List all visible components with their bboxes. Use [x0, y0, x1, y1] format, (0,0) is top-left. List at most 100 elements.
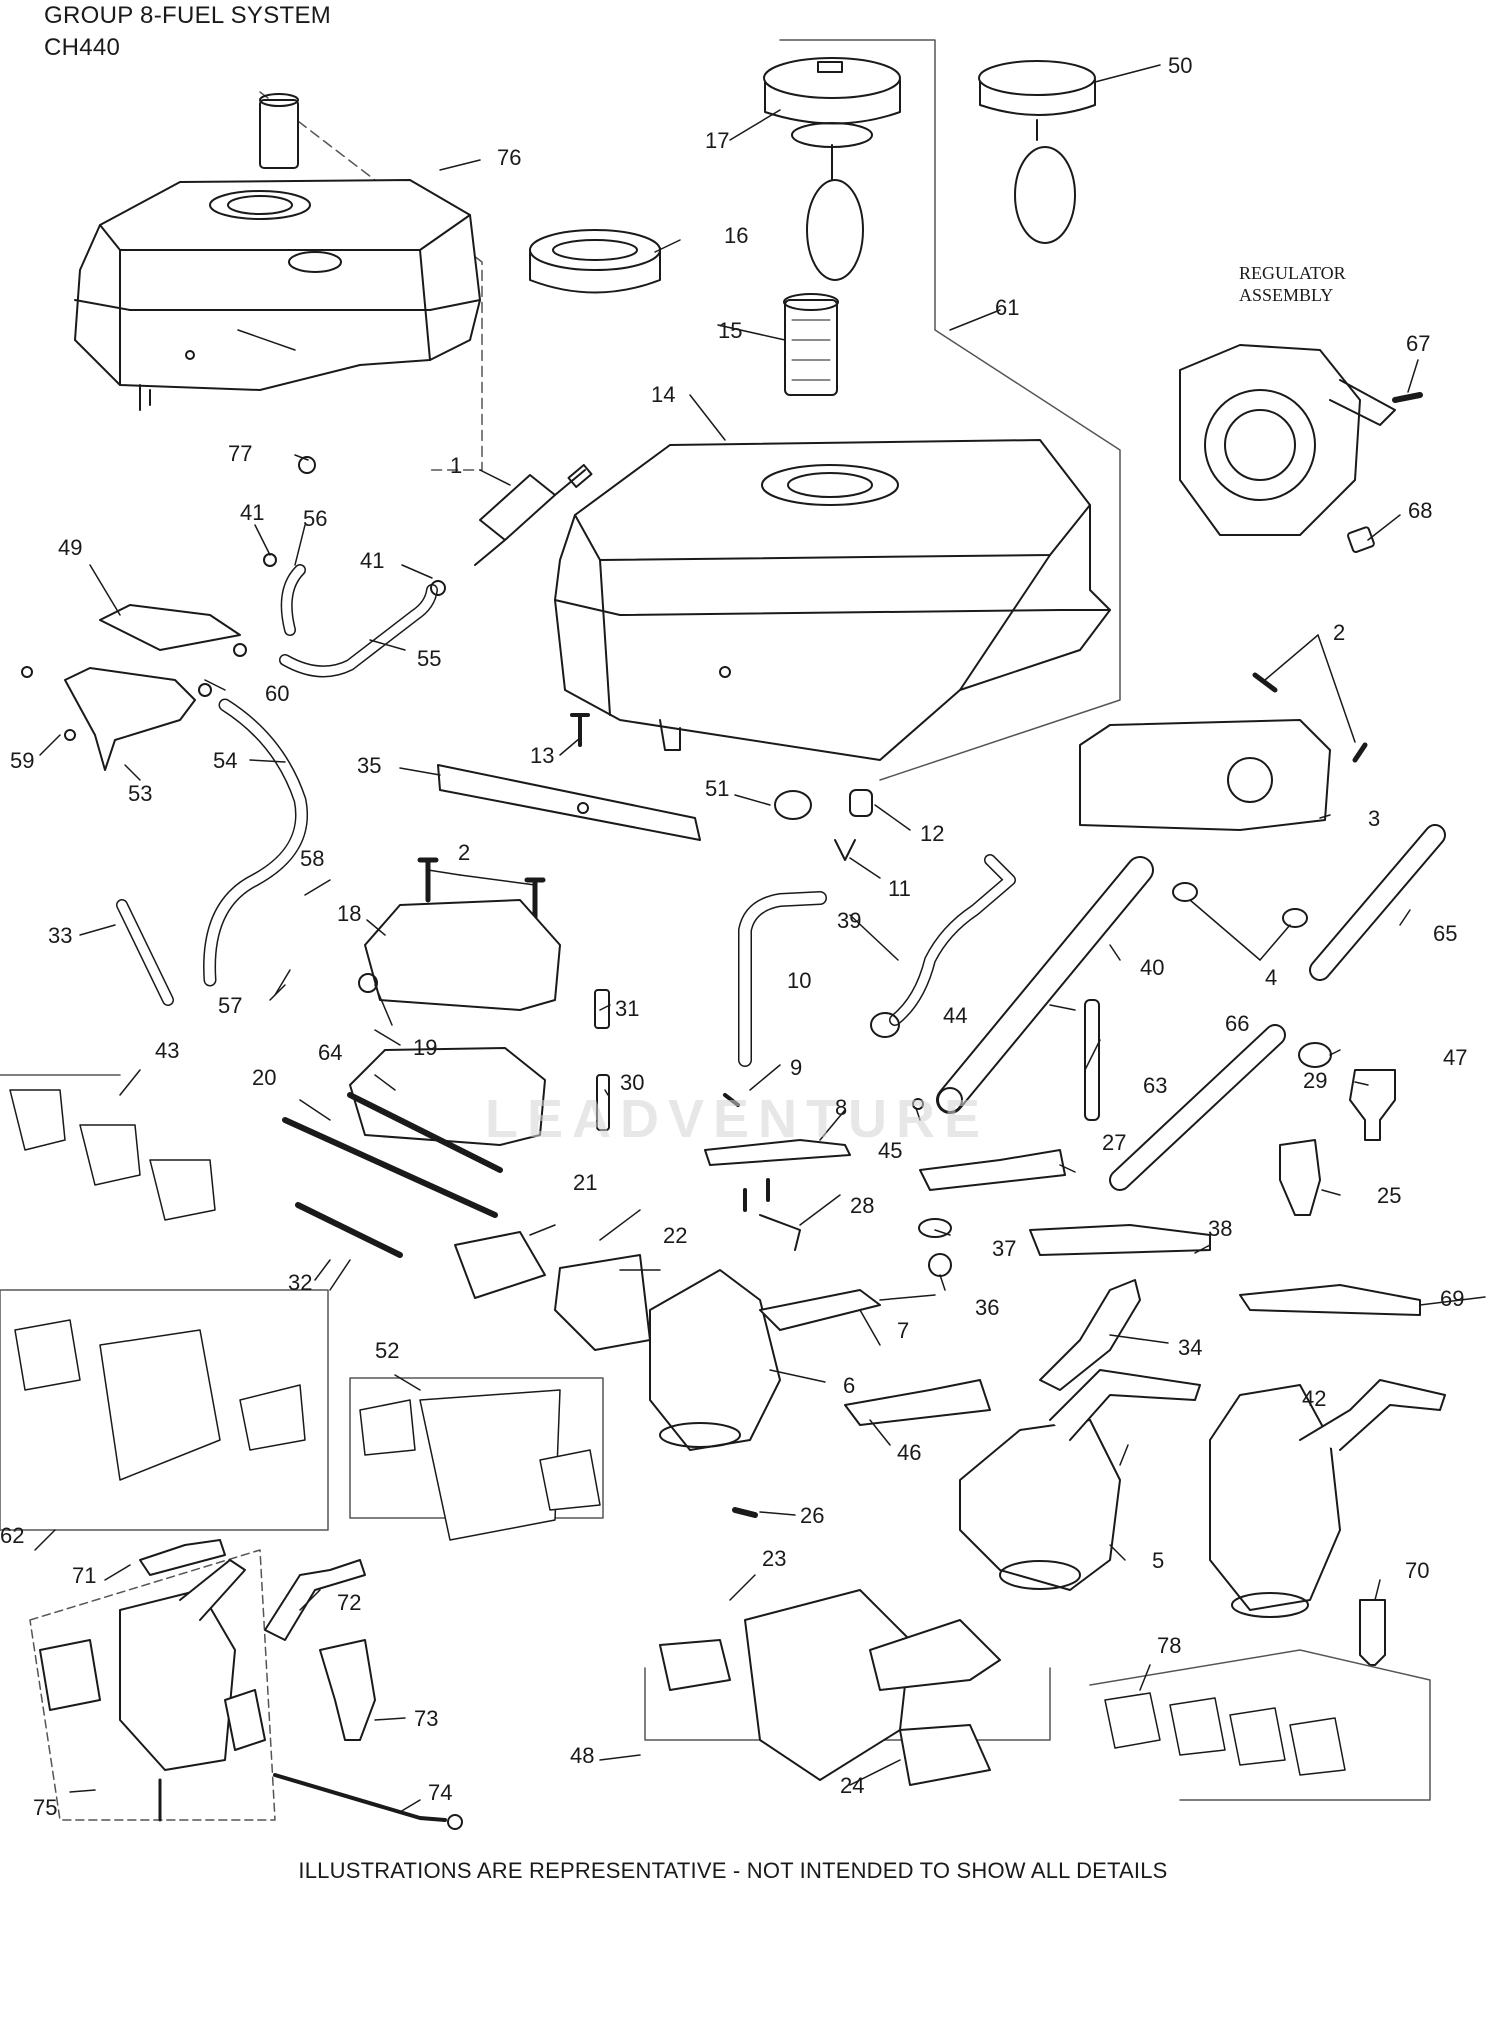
callout-10[interactable]: 10	[787, 968, 812, 993]
leader-lines	[34, 64, 1486, 1813]
callout-20[interactable]: 20	[252, 1065, 277, 1090]
callout-22[interactable]: 22	[663, 1223, 688, 1248]
callout-48[interactable]: 48	[570, 1743, 595, 1768]
gasket-21	[454, 1231, 546, 1299]
callout-64[interactable]: 64	[318, 1040, 343, 1065]
callout-18[interactable]: 18	[337, 901, 362, 926]
callout-27[interactable]: 27	[1102, 1130, 1127, 1155]
callout-49[interactable]: 49	[58, 535, 83, 560]
callout-67[interactable]: 67	[1406, 331, 1431, 356]
callout-69[interactable]: 69	[1440, 1286, 1465, 1311]
callout-70[interactable]: 70	[1405, 1558, 1430, 1583]
callout-37[interactable]: 37	[992, 1236, 1017, 1261]
callout-65[interactable]: 65	[1433, 921, 1458, 946]
callout-23[interactable]: 23	[762, 1546, 787, 1571]
callout-30[interactable]: 30	[620, 1070, 645, 1095]
callout-75[interactable]: 75	[33, 1795, 58, 1820]
diagram-title: GROUP 8-FUEL SYSTEM	[44, 2, 332, 29]
callout-17[interactable]: 17	[705, 128, 730, 153]
callout-36[interactable]: 36	[975, 1295, 1000, 1320]
regulator-assembly	[1179, 344, 1423, 553]
valve-12	[849, 789, 873, 817]
callout-3[interactable]: 3	[1368, 806, 1381, 831]
callout-45[interactable]: 45	[878, 1138, 903, 1163]
solenoid-70	[1359, 1599, 1386, 1666]
callout-58[interactable]: 58	[300, 846, 325, 871]
callout-66[interactable]: 66	[1225, 1011, 1250, 1036]
callout-63[interactable]: 63	[1143, 1073, 1168, 1098]
callout-47[interactable]: 47	[1443, 1045, 1468, 1070]
callout-26[interactable]: 26	[800, 1503, 825, 1528]
washer-45	[912, 1098, 924, 1110]
carburetor-42	[1209, 1379, 1446, 1618]
callout-50[interactable]: 50	[1168, 53, 1193, 78]
bracket-53	[64, 667, 196, 771]
callout-61[interactable]: 61	[995, 295, 1020, 320]
stud-20b	[347, 1092, 503, 1173]
callout-72[interactable]: 72	[337, 1590, 362, 1615]
fuel-tank-76	[74, 93, 481, 411]
regulator-note-line1: REGULATOR	[1239, 263, 1346, 283]
callout-51[interactable]: 51	[705, 776, 730, 801]
callout-11[interactable]: 11	[888, 876, 911, 901]
callout-16[interactable]: 16	[724, 223, 749, 248]
callout-2[interactable]: 2	[458, 840, 471, 865]
callout-59[interactable]: 59	[10, 748, 35, 773]
callout-14[interactable]: 14	[651, 382, 676, 407]
callout-55[interactable]: 55	[417, 646, 442, 671]
callout-41[interactable]: 41	[360, 548, 385, 573]
callout-33[interactable]: 33	[48, 923, 73, 948]
fitting-67	[1392, 392, 1423, 403]
callout-74[interactable]: 74	[428, 1780, 453, 1805]
callout-19[interactable]: 19	[413, 1035, 438, 1060]
callout-44[interactable]: 44	[943, 1003, 968, 1028]
callout-57[interactable]: 57	[218, 993, 243, 1018]
callout-76[interactable]: 76	[497, 145, 522, 170]
callout-4[interactable]: 4	[1265, 965, 1278, 990]
callout-39[interactable]: 39	[837, 908, 862, 933]
callout-15[interactable]: 15	[718, 318, 743, 343]
bolt-2a	[417, 857, 439, 903]
callout-42[interactable]: 42	[1302, 1386, 1327, 1411]
callout-28[interactable]: 28	[850, 1193, 875, 1218]
callout-41[interactable]: 41	[240, 500, 265, 525]
callout-13[interactable]: 13	[530, 743, 555, 768]
callout-60[interactable]: 60	[265, 681, 290, 706]
callout-5[interactable]: 5	[1152, 1548, 1165, 1573]
callout-52[interactable]: 52	[375, 1338, 400, 1363]
callout-34[interactable]: 34	[1178, 1335, 1203, 1360]
callout-25[interactable]: 25	[1377, 1183, 1402, 1208]
callout-73[interactable]: 73	[414, 1706, 439, 1731]
callout-1[interactable]: 1	[450, 453, 463, 478]
callout-38[interactable]: 38	[1208, 1216, 1233, 1241]
callout-71[interactable]: 71	[72, 1563, 97, 1588]
callout-78[interactable]: 78	[1157, 1633, 1182, 1658]
callout-43[interactable]: 43	[155, 1038, 180, 1063]
callout-54[interactable]: 54	[213, 748, 238, 773]
stud-32	[295, 1202, 403, 1258]
callout-62[interactable]: 62	[0, 1523, 25, 1548]
callout-29[interactable]: 29	[1303, 1068, 1328, 1093]
callout-12[interactable]: 12	[920, 821, 945, 846]
lever-72	[264, 1559, 366, 1641]
callout-68[interactable]: 68	[1408, 498, 1433, 523]
callout-7[interactable]: 7	[897, 1318, 910, 1343]
callout-6[interactable]: 6	[843, 1373, 856, 1398]
callout-35[interactable]: 35	[357, 753, 382, 778]
callout-31[interactable]: 31	[615, 996, 640, 1021]
callout-21[interactable]: 21	[573, 1170, 598, 1195]
gasket-group-43	[0, 1074, 216, 1221]
callout-46[interactable]: 46	[897, 1440, 922, 1465]
callout-40[interactable]: 40	[1140, 955, 1165, 980]
callout-2[interactable]: 2	[1333, 620, 1346, 645]
callout-53[interactable]: 53	[128, 781, 153, 806]
callout-24[interactable]: 24	[840, 1773, 865, 1798]
screw-26	[732, 1507, 758, 1518]
callout-8[interactable]: 8	[835, 1095, 848, 1120]
callout-56[interactable]: 56	[303, 506, 328, 531]
callout-77[interactable]: 77	[228, 441, 253, 466]
callout-9[interactable]: 9	[790, 1055, 803, 1080]
callout-32[interactable]: 32	[288, 1270, 313, 1295]
